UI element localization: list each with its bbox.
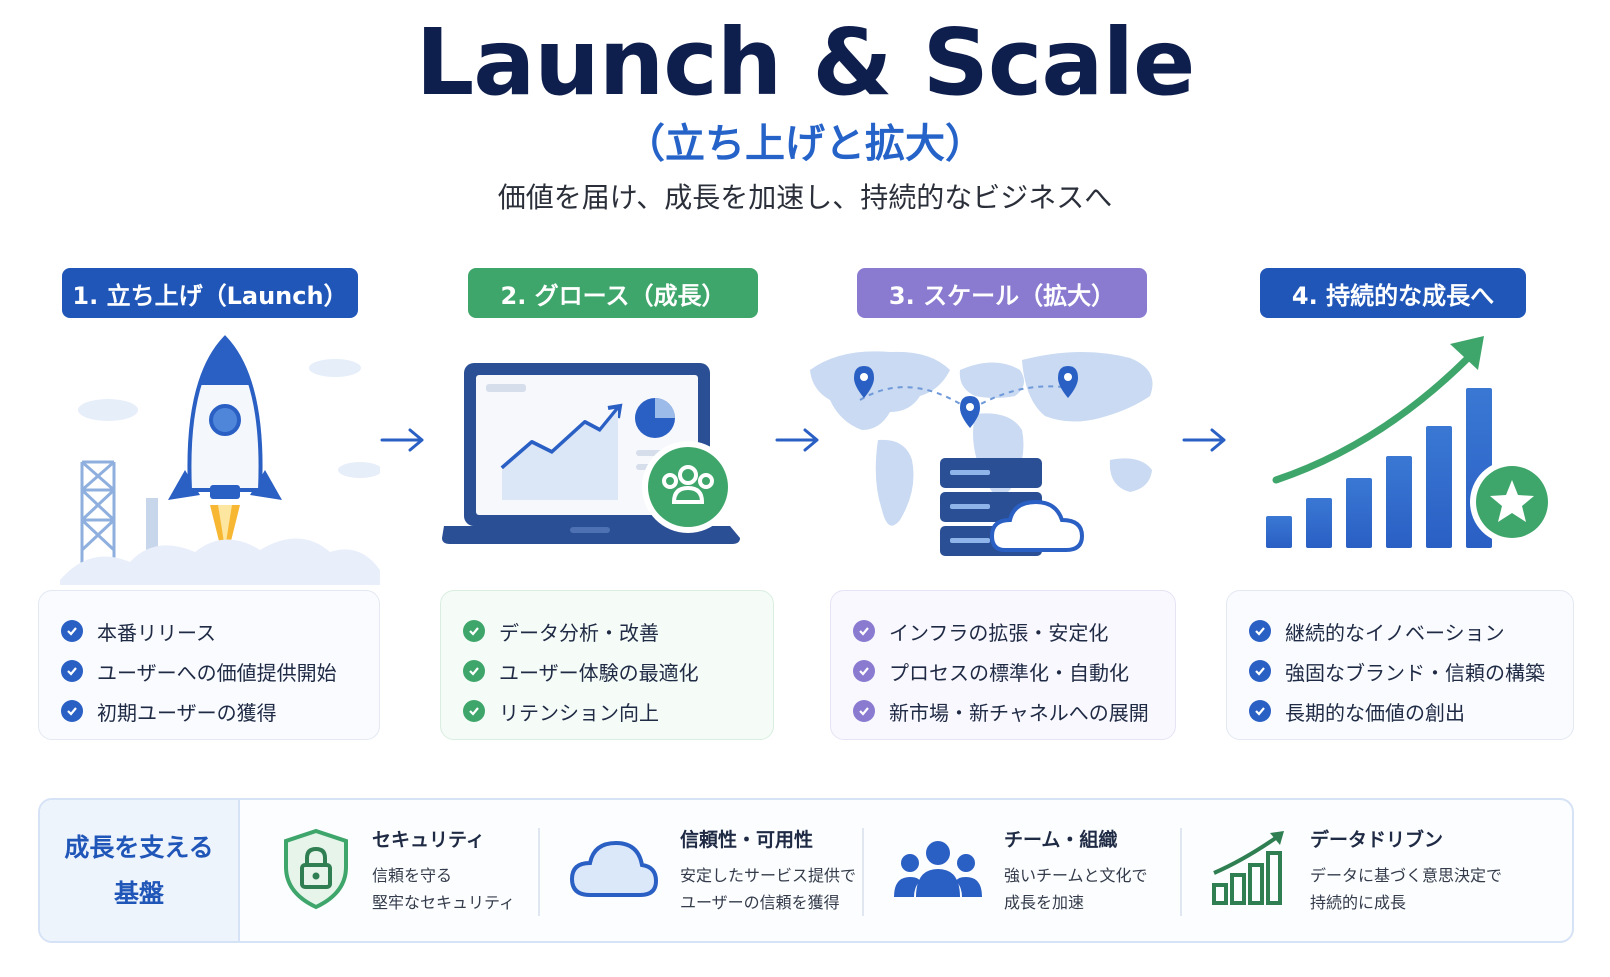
list-item: 強固なブランド・信頼の構築 — [1249, 651, 1549, 691]
stage-3-label: 3. スケール（拡大） — [857, 268, 1147, 318]
foundation-item-desc: 強いチームと文化で 成長を加速 — [1004, 866, 1148, 912]
divider — [1180, 828, 1182, 916]
team-icon — [892, 837, 984, 905]
stage-4-label: 4. 持続的な成長へ — [1260, 268, 1526, 318]
divider — [862, 828, 864, 916]
stage-3-card: インフラの拡張・安定化 プロセスの標準化・自動化 新市場・新チャネルへの展開 — [830, 590, 1176, 740]
page-subtitle: （立ち上げと拡大） — [625, 121, 985, 167]
foundation-item-title: セキュリティ — [372, 829, 485, 851]
growth-chart-icon — [1240, 330, 1560, 570]
world-map-server-icon — [800, 330, 1180, 570]
foundation-item-title: チーム・組織 — [1004, 829, 1118, 851]
check-icon — [463, 660, 485, 682]
foundation-heading: 成長を支える 基盤 — [40, 800, 240, 941]
arrow-right-icon — [378, 425, 428, 455]
check-icon — [1249, 700, 1271, 722]
foundation-panel: 成長を支える 基盤 セキュリティ 信頼を守る 堅牢なセキュリティ 信頼性・可用性… — [38, 798, 1574, 943]
foundation-item-desc: データに基づく意思決定で 持続的に成長 — [1310, 866, 1503, 912]
list-item: 継続的なイノベーション — [1249, 611, 1549, 651]
list-item: 本番リリース — [61, 611, 355, 651]
check-icon — [61, 660, 83, 682]
foundation-item-team: チーム・組織 強いチームと文化で 成長を加速 — [892, 800, 1192, 941]
list-item: 初期ユーザーの獲得 — [61, 691, 355, 731]
foundation-item-security: セキュリティ 信頼を守る 堅牢なセキュリティ — [280, 800, 580, 941]
list-item: ユーザーへの価値提供開始 — [61, 651, 355, 691]
list-item: 新市場・新チャネルへの展開 — [853, 691, 1151, 731]
check-icon — [853, 620, 875, 642]
stage-4-card: 継続的なイノベーション 強固なブランド・信頼の構築 長期的な価値の創出 — [1226, 590, 1574, 740]
list-item: データ分析・改善 — [463, 611, 749, 651]
foundation-item-title: データドリブン — [1310, 829, 1444, 851]
stage-1-label: 1. 立ち上げ（Launch） — [62, 268, 358, 318]
check-icon — [61, 620, 83, 642]
shield-lock-icon — [280, 827, 352, 915]
foundation-item-desc: 信頼を守る 堅牢なセキュリティ — [372, 866, 516, 912]
foundation-item-desc: 安定したサービス提供で ユーザーの信頼を獲得 — [680, 866, 857, 912]
check-icon — [61, 700, 83, 722]
list-item: プロセスの標準化・自動化 — [853, 651, 1151, 691]
check-icon — [1249, 620, 1271, 642]
laptop-analytics-icon — [440, 330, 760, 560]
check-icon — [853, 660, 875, 682]
foundation-item-title: 信頼性・可用性 — [680, 829, 814, 851]
foundation-item-reliability: 信頼性・可用性 安定したサービス提供で ユーザーの信頼を獲得 — [568, 800, 888, 941]
page-tagline: 価値を届け、成長を加速し、持続的なビジネスへ — [497, 181, 1113, 214]
list-item: ユーザー体験の最適化 — [463, 651, 749, 691]
rocket-icon — [60, 330, 382, 590]
cloud-icon — [568, 837, 660, 905]
arrow-right-icon — [1180, 425, 1230, 455]
list-item: インフラの拡張・安定化 — [853, 611, 1151, 651]
stage-2-label: 2. グロース（成長） — [468, 268, 758, 318]
check-icon — [463, 700, 485, 722]
list-item: リテンション向上 — [463, 691, 749, 731]
stage-2-card: データ分析・改善 ユーザー体験の最適化 リテンション向上 — [440, 590, 774, 740]
arrow-right-icon — [773, 425, 823, 455]
check-icon — [1249, 660, 1271, 682]
divider — [538, 828, 540, 916]
bar-chart-icon — [1210, 829, 1290, 913]
check-icon — [853, 700, 875, 722]
list-item: 長期的な価値の創出 — [1249, 691, 1549, 731]
stage-1-card: 本番リリース ユーザーへの価値提供開始 初期ユーザーの獲得 — [38, 590, 380, 740]
page-title: Launch & Scale — [415, 9, 1196, 116]
check-icon — [463, 620, 485, 642]
foundation-item-data: データドリブン データに基づく意思決定で 持続的に成長 — [1210, 800, 1570, 941]
